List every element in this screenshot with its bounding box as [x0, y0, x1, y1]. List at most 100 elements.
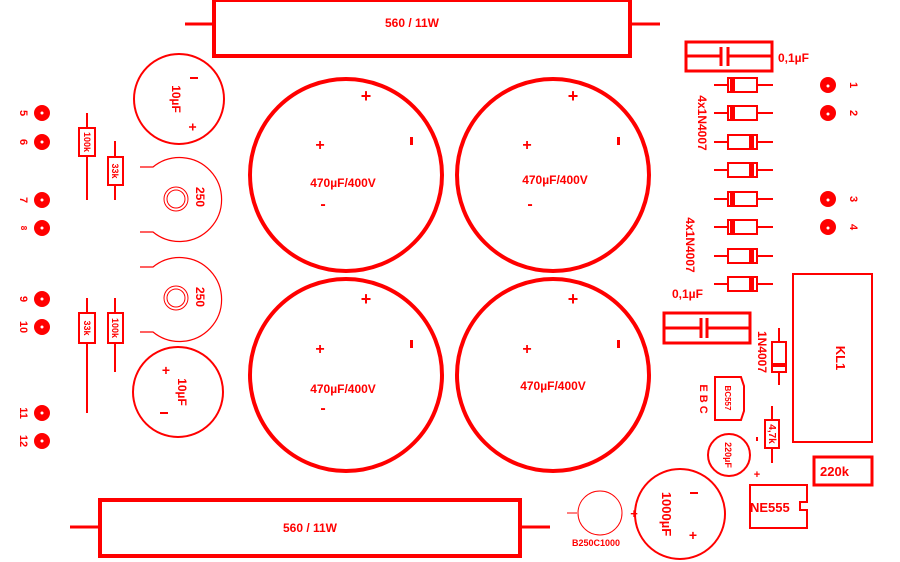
resistor-label: 100k	[82, 132, 92, 153]
pad-4[interactable]: 4	[820, 219, 859, 235]
ic-ne555: NE555	[749, 484, 808, 529]
pad-3[interactable]: 3	[820, 191, 859, 207]
resistor-label: 33k	[82, 320, 92, 336]
diode	[714, 134, 773, 150]
pad-9[interactable]: 9	[17, 291, 50, 307]
trimpot-2: 250	[140, 256, 223, 343]
pads-right: 1 2 3 4	[820, 77, 859, 235]
small-cap-top: 10µF +	[133, 53, 225, 145]
big-cap-2: 470µF/400V + + -	[455, 77, 651, 273]
pad-label: 7	[17, 197, 29, 203]
resistor-label: 100k	[110, 318, 120, 339]
plus-mark: +	[361, 86, 372, 106]
cap-220-label: 220µF	[723, 442, 733, 468]
resistor-label: 33k	[110, 163, 120, 179]
diode	[714, 219, 773, 235]
pad-label: 10	[17, 321, 29, 333]
trimpot-label: 250	[193, 287, 207, 307]
diode-group-bottom-label: 4x1N4007	[683, 217, 697, 273]
diode-1n4007: 1N4007	[755, 328, 787, 385]
plus-mark: +	[361, 289, 372, 309]
transistor-bc557: BC557 E B C	[697, 376, 745, 421]
pad-label: 9	[17, 296, 29, 302]
big-cap-3: 470µF/400V + + -	[248, 277, 444, 473]
resistor-220k-label: 220k	[820, 464, 850, 479]
diode-group-top-label: 4x1N4007	[695, 95, 709, 151]
resistor-100k-bottom: 100k	[107, 298, 124, 372]
resistor-4-7k: 4,7k	[756, 406, 780, 463]
pad-6[interactable]: 6	[17, 134, 50, 150]
pad-label: 6	[17, 139, 29, 145]
big-cap-1: 470µF/400V + + -	[248, 77, 444, 273]
relay-kl1: KL1	[792, 273, 873, 443]
minus-mark: -	[320, 196, 325, 213]
resistor-33k-bottom: 33k	[78, 298, 96, 413]
film-cap-top: 0,1µF	[684, 40, 809, 73]
power-resistor-bottom: 560 / 11W	[70, 498, 550, 558]
pad-label: 5	[17, 110, 29, 116]
pad-label: 2	[847, 110, 859, 116]
plus-mark: +	[315, 341, 324, 358]
cap-1000-label: 1000µF	[659, 492, 674, 536]
pad-11[interactable]: 11	[17, 405, 50, 421]
cap-1000uf: 1000µF +	[634, 468, 726, 560]
pad-label: 11	[17, 407, 29, 419]
power-resistor-top-label: 560 / 11W	[385, 16, 440, 30]
plus-mark: +	[522, 137, 531, 154]
plus-mark: +	[568, 86, 579, 106]
minus-mark: -	[320, 400, 325, 417]
big-cap-label: 470µF/400V	[310, 382, 376, 396]
small-cap-bottom: 10µF +	[132, 346, 224, 438]
trimpot-label: 250	[193, 187, 207, 207]
ic-label: NE555	[750, 500, 790, 515]
power-resistor-top: 560 / 11W	[185, 0, 660, 58]
pad-label: 8	[19, 226, 28, 231]
plus-mark: +	[522, 341, 531, 358]
film-cap-bottom	[662, 311, 752, 345]
bridge-rectifier: + B250C1000	[567, 490, 638, 548]
pad-1[interactable]: 1	[820, 77, 859, 93]
plus-mark: +	[689, 527, 697, 543]
pad-7[interactable]: 7	[17, 192, 50, 208]
small-cap-label: 10µF	[175, 378, 189, 406]
big-cap-4: 470µF/400V + +	[455, 277, 651, 473]
resistor-100k-top: 100k	[78, 113, 96, 200]
diode	[714, 105, 773, 121]
diode	[714, 276, 773, 292]
small-cap-label: 10µF	[169, 85, 183, 113]
plus-mark: +	[754, 469, 760, 481]
pad-12[interactable]: 12	[17, 433, 50, 449]
pad-8[interactable]: 8	[19, 220, 50, 236]
minus-mark: -	[527, 196, 532, 213]
relay-label: KL1	[833, 346, 848, 371]
big-cap-label: 470µF/400V	[522, 173, 588, 187]
diode	[714, 248, 773, 264]
pad-10[interactable]: 10	[17, 319, 50, 335]
trimpot-1: 250	[140, 156, 223, 243]
bridge-label: B250C1000	[572, 538, 620, 548]
resistor-33k-top: 33k	[107, 141, 124, 200]
pads-left: 5 6 7 8 9 10 11 12	[17, 105, 50, 449]
pad-5[interactable]: 5	[17, 105, 50, 121]
transistor-pins-label: E B C	[697, 384, 709, 413]
plus-mark: +	[630, 506, 638, 521]
diode-single-label: 1N4007	[755, 331, 769, 373]
pad-label: 12	[17, 435, 29, 447]
big-cap-label: 470µF/400V	[310, 176, 376, 190]
pad-label: 3	[847, 196, 859, 202]
diode	[714, 77, 773, 93]
diode	[714, 191, 773, 207]
plus-mark: +	[162, 362, 170, 378]
transistor-label: BC557	[723, 386, 732, 411]
resistor-47k-label: 4,7k	[766, 424, 777, 444]
plus-mark: +	[185, 123, 201, 131]
diode	[714, 162, 773, 178]
big-cap-label: 470µF/400V	[520, 379, 586, 393]
film-cap-top-label: 0,1µF	[778, 51, 809, 65]
film-cap-bottom-label: 0,1µF	[672, 287, 703, 301]
pad-2[interactable]: 2	[820, 105, 859, 121]
plus-mark: +	[568, 289, 579, 309]
plus-mark: +	[315, 137, 324, 154]
cap-220uf: 220µF +	[707, 433, 760, 481]
